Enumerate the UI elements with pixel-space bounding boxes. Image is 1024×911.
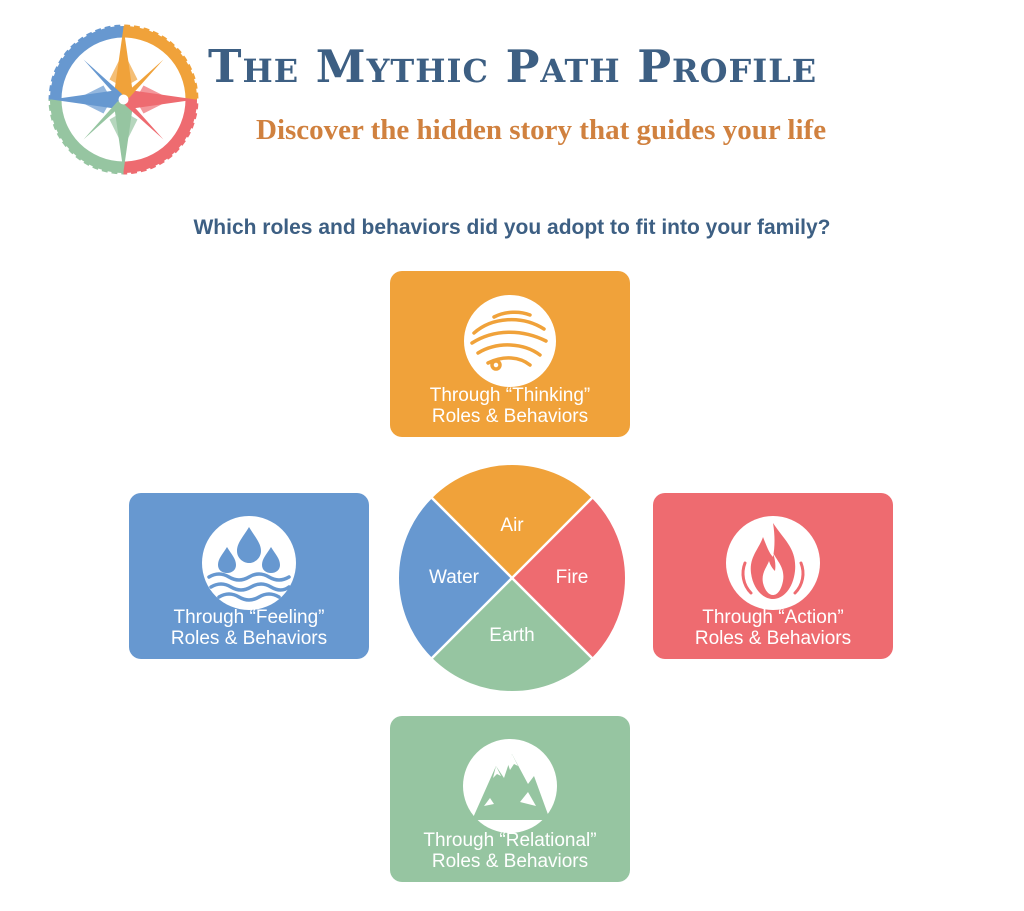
wheel-segment-fire (512, 497, 626, 659)
wheel-segment-earth (431, 578, 593, 692)
wheel-segment-water (398, 497, 512, 659)
wheel-segment-air (431, 464, 593, 578)
feeling-card-label: Through “Feeling” Roles & Behaviors (170, 607, 328, 649)
air-wind-icon (462, 293, 558, 389)
question-text: Which roles and behaviors did you adopt … (193, 216, 831, 239)
relational-roles-card[interactable]: Through “Relational” Roles & Behaviors (390, 716, 630, 882)
earth-mountain-icon (463, 739, 557, 833)
feeling-roles-card[interactable]: Through “Feeling” Roles & Behaviors (129, 493, 369, 659)
thinking-card-label: Through “Thinking” Roles & Behaviors (429, 385, 591, 427)
wheel-label-fire: Fire (556, 567, 589, 588)
action-card-label: Through “Action” Roles & Behaviors (694, 607, 852, 649)
compass-logo-icon (47, 23, 200, 176)
page-subtitle: Discover the hidden story that guides yo… (256, 114, 827, 146)
page-title: The Mythic Path Profile (208, 40, 818, 93)
action-roles-card[interactable]: Through “Action” Roles & Behaviors (653, 493, 893, 659)
wheel-label-air: Air (500, 515, 524, 536)
relational-card-label: Through “Relational” Roles & Behaviors (423, 830, 597, 872)
wheel-label-water: Water (429, 567, 480, 588)
thinking-roles-card[interactable]: Through “Thinking” Roles & Behaviors (390, 271, 630, 437)
water-drops-icon (202, 516, 296, 610)
fire-flame-icon (726, 516, 820, 610)
element-wheel: Air Fire Earth Water (398, 464, 626, 692)
wheel-label-earth: Earth (489, 625, 534, 646)
